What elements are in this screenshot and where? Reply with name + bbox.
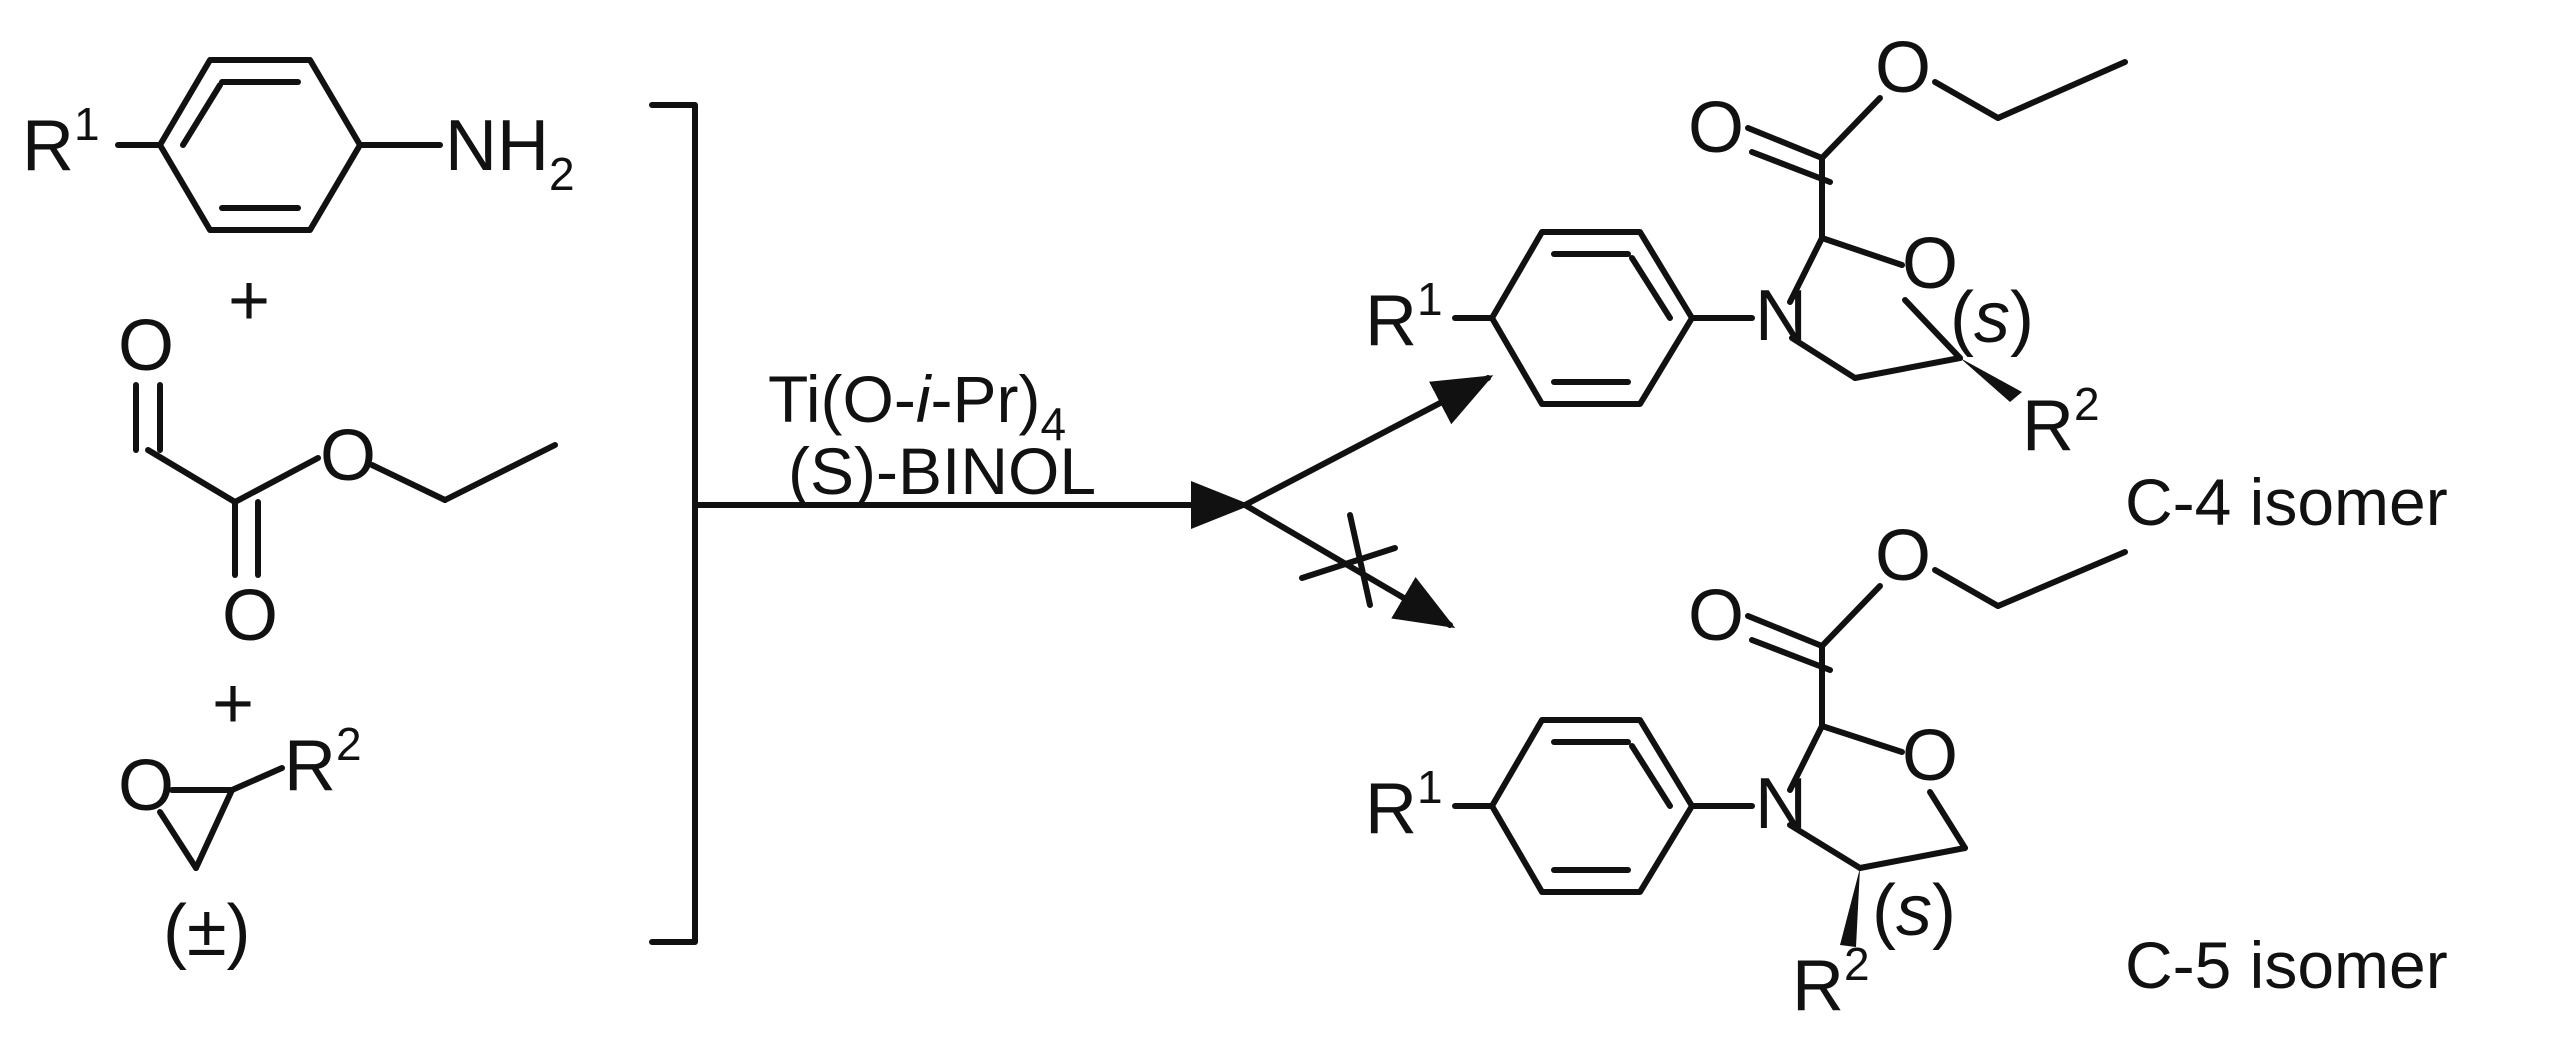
epoxide-racemic-label: (±) [163, 891, 250, 971]
c4-aryl-ring [1489, 229, 1695, 407]
c5-ester-oxygen: O [1875, 516, 1931, 596]
c4-sub-r-group: R [2022, 386, 2074, 466]
aniline-amine-subscript: 2 [549, 148, 575, 200]
c4-product-structure: O O O N R2 (s) R1 [1365, 28, 2128, 466]
svg-text:R2: R2 [284, 718, 362, 806]
plus-sign-1: + [228, 261, 270, 341]
aniline-amine: NH [445, 106, 549, 186]
c4-carbonyl-oxygen: O [1688, 88, 1744, 168]
c4-ring-oxygen: O [1902, 224, 1958, 304]
glyoxylate-ester-oxygen: O [320, 416, 376, 496]
c5-isomer-label: C-5 isomer [2125, 928, 2448, 1002]
blocked-pathway-cross [1299, 512, 1398, 608]
catalyst-label: Ti(O-i-Pr)4 [768, 362, 1066, 450]
svg-text:R1: R1 [1365, 273, 1443, 361]
c5-stereo-wedge [1840, 868, 1860, 947]
glyoxylate-aldehyde-oxygen: O [118, 306, 174, 386]
aniline-r-group: R [22, 106, 74, 186]
svg-text:R1: R1 [22, 98, 100, 186]
c5-stereo-descriptor: (s) [1872, 871, 1956, 951]
epoxide-r-index: 2 [336, 718, 362, 770]
aniline-benzene-ring [157, 57, 363, 233]
glyoxylate-structure: O O O [118, 306, 558, 656]
c4-sub-r-index: 2 [2074, 378, 2100, 430]
aniline-structure: R1 NH2 [22, 57, 575, 233]
c5-aryl-r-index: 1 [1417, 761, 1443, 813]
arrow-to-c4-product [1242, 375, 1494, 508]
epoxide-structure: O R2 (±) [118, 718, 362, 971]
c5-ring-oxygen: O [1902, 716, 1958, 796]
c5-sub-r-group: R [1792, 946, 1844, 1026]
c5-aryl-ring [1489, 717, 1695, 895]
epoxide-ring-oxygen: O [118, 746, 174, 826]
c5-aryl-r-group: R [1365, 769, 1417, 849]
c4-stereo-wedge [1960, 358, 2022, 402]
c5-sub-r-index: 2 [1844, 938, 1870, 990]
svg-text:R2: R2 [2022, 378, 2100, 466]
aniline-r-index: 1 [74, 98, 100, 150]
c4-isomer-label: C-4 isomer [2125, 465, 2448, 539]
c5-carbonyl-oxygen: O [1688, 576, 1744, 656]
svg-text:NH2: NH2 [445, 106, 575, 200]
ligand-label: (S)-BINOL [788, 434, 1096, 508]
svg-text:R2: R2 [1792, 938, 1870, 1026]
epoxide-r-group: R [284, 726, 336, 806]
glyoxylate-carbonyl-oxygen: O [222, 576, 278, 656]
plus-sign-2: + [212, 664, 254, 744]
c4-aryl-r-index: 1 [1417, 273, 1443, 325]
c4-ester-oxygen: O [1875, 28, 1931, 108]
c4-stereo-descriptor: (s) [1950, 278, 2034, 358]
c4-aryl-r-group: R [1365, 281, 1417, 361]
c5-product-structure: O O O N R2 (s) R1 [1365, 516, 2128, 1026]
reactant-bracket [649, 102, 698, 945]
svg-text:R1: R1 [1365, 761, 1443, 849]
